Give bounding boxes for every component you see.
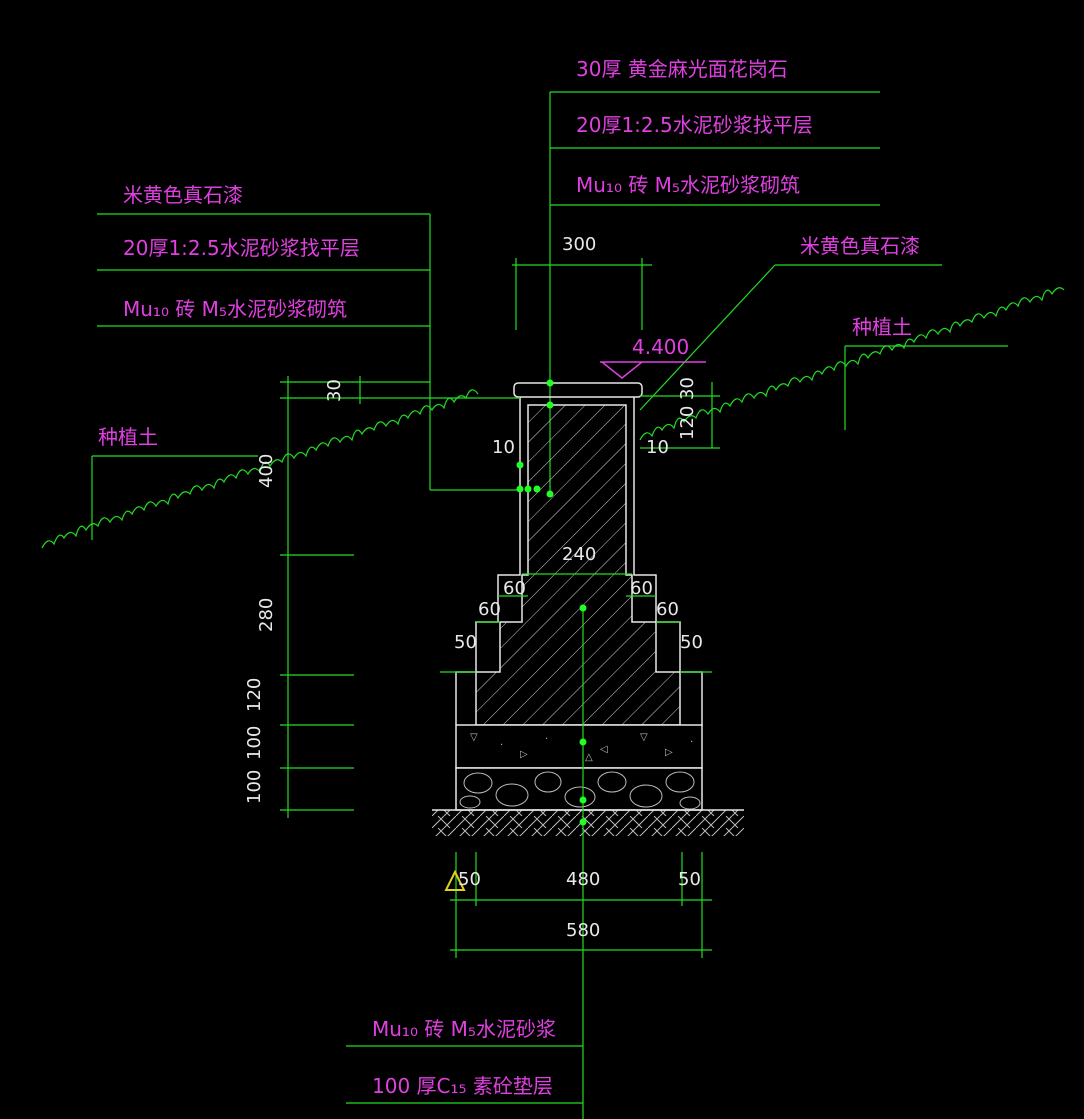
dimension-labels: 300 30 30 120 10 10 400 280 120 100 100 … <box>244 234 703 941</box>
svg-text:种植土: 种植土 <box>98 425 158 449</box>
soil-callout-left: 种植土 <box>91 425 258 540</box>
callout-bottom: Mu₁₀ 砖 M₅水泥砂浆 100 厚C₁₅ 素砼垫层 <box>372 1017 556 1098</box>
svg-text:60: 60 <box>503 578 526 599</box>
svg-text:100: 100 <box>244 726 265 760</box>
svg-text:·: · <box>500 740 503 751</box>
svg-text:240: 240 <box>562 544 596 565</box>
svg-text:△: △ <box>585 752 593 763</box>
svg-text:·: · <box>545 734 548 745</box>
svg-text:100: 100 <box>244 770 265 804</box>
callout-concrete: 100 厚C₁₅ 素砼垫层 <box>372 1074 553 1098</box>
svg-text:◁: ◁ <box>600 744 608 755</box>
svg-text:10: 10 <box>646 437 669 458</box>
elevation-marker: 4.400 <box>600 335 706 379</box>
svg-text:50: 50 <box>678 869 701 890</box>
svg-text:▷: ▷ <box>665 747 673 758</box>
wall-section: ▽ · ▷ · ◁ ▽ ▷ · △ <box>432 382 744 836</box>
grass-right <box>639 287 1065 441</box>
svg-text:120: 120 <box>677 406 698 440</box>
svg-text:120: 120 <box>244 678 265 712</box>
svg-text:400: 400 <box>256 454 277 488</box>
callout-top-left: 米黄色真石漆 20厚1:2.5水泥砂浆找平层 Mu₁₀ 砖 M₅水泥砂浆砌筑 <box>97 183 520 491</box>
svg-text:米黄色真石漆: 米黄色真石漆 <box>800 234 920 258</box>
callout-paint-left: 米黄色真石漆 <box>123 183 243 207</box>
callout-top-right: 30厚 黄金麻光面花岗石 20厚1:2.5水泥砂浆找平层 Mu₁₀ 砖 M₅水泥… <box>549 57 880 495</box>
callout-screed-2: 20厚1:2.5水泥砂浆找平层 <box>123 236 360 260</box>
dimension-lines <box>280 258 720 1119</box>
callout-granite: 30厚 黄金麻光面花岗石 <box>576 57 788 81</box>
svg-text:30: 30 <box>677 377 698 400</box>
svg-text:50: 50 <box>454 632 477 653</box>
warning-icon <box>444 869 466 891</box>
grass-left <box>41 389 479 549</box>
callout-screed-1: 20厚1:2.5水泥砂浆找平层 <box>576 113 813 137</box>
callout-brick-2: Mu₁₀ 砖 M₅水泥砂浆砌筑 <box>123 297 347 321</box>
elevation-label: 4.400 <box>632 335 689 359</box>
svg-text:·: · <box>690 737 693 748</box>
callout-paint-right: 米黄色真石漆 <box>639 234 942 411</box>
svg-text:480: 480 <box>566 869 600 890</box>
callout-brick-3: Mu₁₀ 砖 M₅水泥砂浆 <box>372 1017 556 1041</box>
svg-text:▽: ▽ <box>640 732 648 743</box>
svg-text:▷: ▷ <box>520 749 528 760</box>
svg-text:种植土: 种植土 <box>852 315 912 339</box>
svg-text:50: 50 <box>680 632 703 653</box>
callout-brick-1: Mu₁₀ 砖 M₅水泥砂浆砌筑 <box>576 173 800 197</box>
svg-text:30: 30 <box>324 379 345 402</box>
svg-text:580: 580 <box>566 920 600 941</box>
svg-text:60: 60 <box>656 599 679 620</box>
svg-text:60: 60 <box>630 578 653 599</box>
svg-text:50: 50 <box>458 869 481 890</box>
svg-text:10: 10 <box>492 437 515 458</box>
svg-text:300: 300 <box>562 234 596 255</box>
svg-text:60: 60 <box>478 599 501 620</box>
soil-callout-right: 种植土 <box>844 315 1008 430</box>
leader-dots <box>516 379 587 826</box>
svg-text:280: 280 <box>256 598 277 632</box>
svg-text:▽: ▽ <box>470 732 478 743</box>
